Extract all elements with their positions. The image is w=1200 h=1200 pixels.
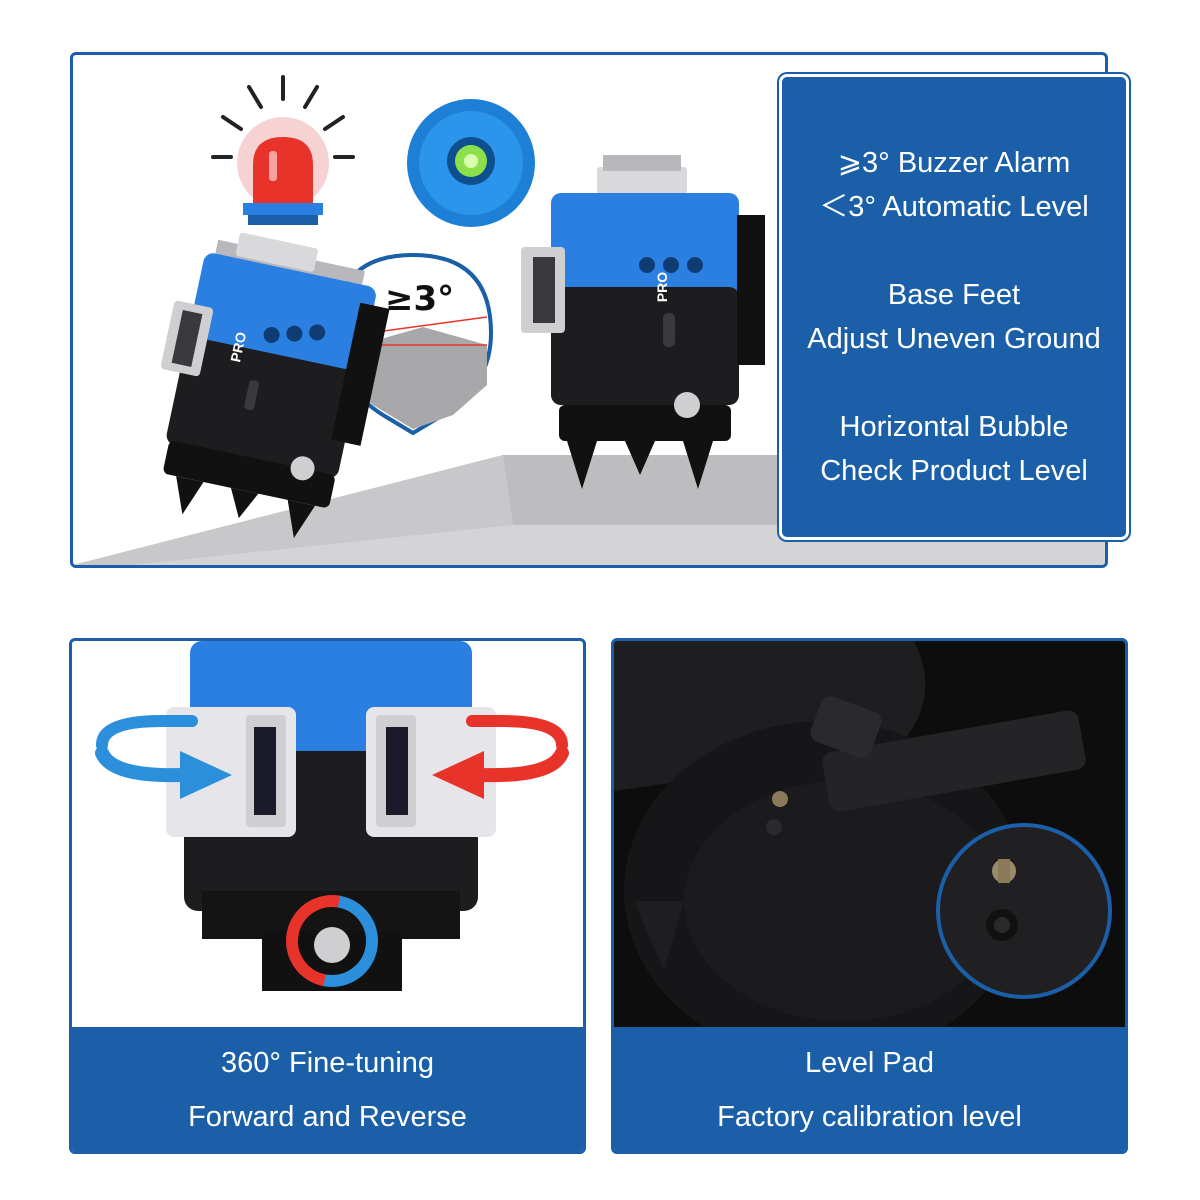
rotate-forward-arrow-icon (95, 715, 232, 799)
laser-level-device-upright (521, 155, 765, 489)
fine-tune-knob-icon (286, 895, 378, 987)
adjust-knob (810, 696, 882, 758)
level-pad-panel: Level Pad Factory calibration level (611, 638, 1128, 1154)
fine-tuning-panel: 360° Fine-tuning Forward and Reverse (69, 638, 586, 1154)
factory-calibration-text: Factory calibration level (717, 1101, 1022, 1133)
fine-tuning-scene (95, 641, 569, 991)
level-pad-magnifier-icon (936, 823, 1112, 999)
forward-reverse-text: Forward and Reverse (188, 1101, 467, 1133)
level-pad-caption: Level Pad Factory calibration level (614, 1027, 1125, 1151)
laser-level-device-tilted (160, 232, 390, 539)
rotate-reverse-arrow-icon (432, 715, 569, 799)
bubble-level-icon (407, 99, 535, 227)
brand-logo-upright: PRO (654, 271, 671, 303)
level-pad-scene (614, 641, 1125, 1033)
level-pad-title: Level Pad (805, 1047, 934, 1079)
auto-level-text: ＜3° Automatic Level (819, 191, 1089, 223)
fine-tuning-title: 360° Fine-tuning (220, 1047, 435, 1079)
alarm-light-icon (211, 75, 355, 225)
check-level-text: Check Product Level (820, 455, 1088, 487)
tilt-angle-label: ≥3° (385, 279, 455, 319)
feature-info-box: ⩾3° Buzzer Alarm ＜3° Automatic Level Bas… (779, 74, 1129, 540)
horizontal-bubble-text: Horizontal Bubble (839, 411, 1069, 443)
buzzer-alarm-text: ⩾3° Buzzer Alarm (837, 147, 1071, 179)
uneven-ground-text: Adjust Uneven Ground (807, 323, 1101, 355)
base-feet-text: Base Feet (887, 279, 1021, 311)
fine-tuning-caption: 360° Fine-tuning Forward and Reverse (72, 1027, 583, 1151)
